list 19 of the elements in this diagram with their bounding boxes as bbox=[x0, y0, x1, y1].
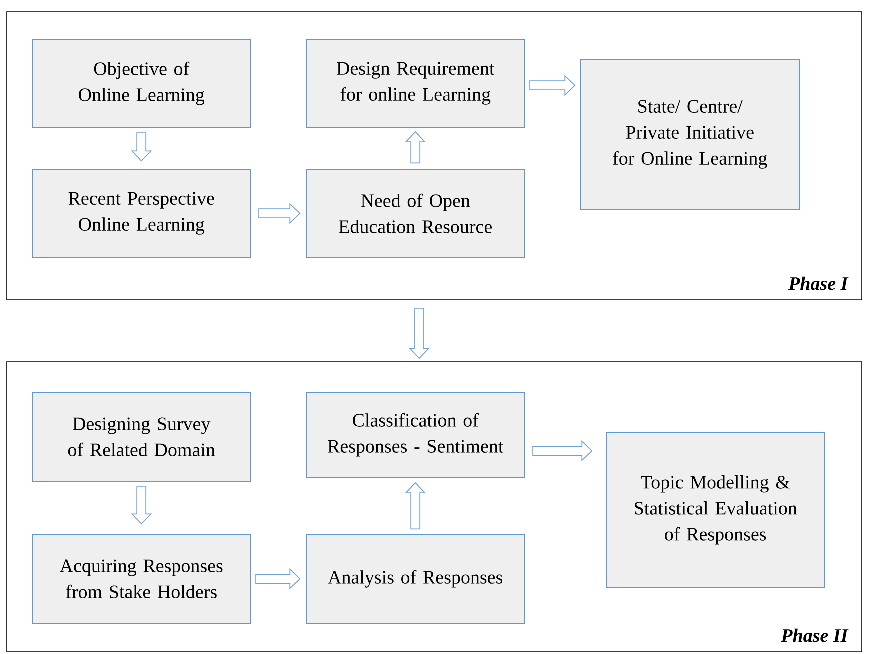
block-arrow bbox=[258, 203, 301, 224]
process-box: Design Requirement for online Learning bbox=[306, 39, 526, 128]
block-arrow bbox=[256, 568, 301, 590]
block-arrow bbox=[532, 440, 593, 462]
process-box: Topic Modelling & Statistical Evaluation of Responses bbox=[606, 432, 826, 588]
process-box: Acquiring Responses from Stake Holders bbox=[32, 534, 252, 624]
block-arrow bbox=[131, 132, 152, 162]
process-box: Need of Open Education Resource bbox=[306, 169, 526, 258]
block-arrow bbox=[530, 75, 576, 96]
process-box: Objective of Online Learning bbox=[32, 39, 252, 128]
process-box: Recent Perspective Online Learning bbox=[32, 169, 252, 258]
process-box: State/ Centre/ Private Initiative for Online Learning bbox=[580, 59, 800, 210]
block-arrow bbox=[405, 482, 426, 530]
process-box: Designing Survey of Related Domain bbox=[32, 392, 252, 482]
process-box: Analysis of Responses bbox=[306, 534, 526, 624]
block-arrow bbox=[405, 131, 426, 164]
process-box: Classification of Responses - Sentiment bbox=[306, 392, 526, 478]
block-arrow bbox=[408, 308, 430, 360]
block-arrow bbox=[131, 486, 152, 525]
